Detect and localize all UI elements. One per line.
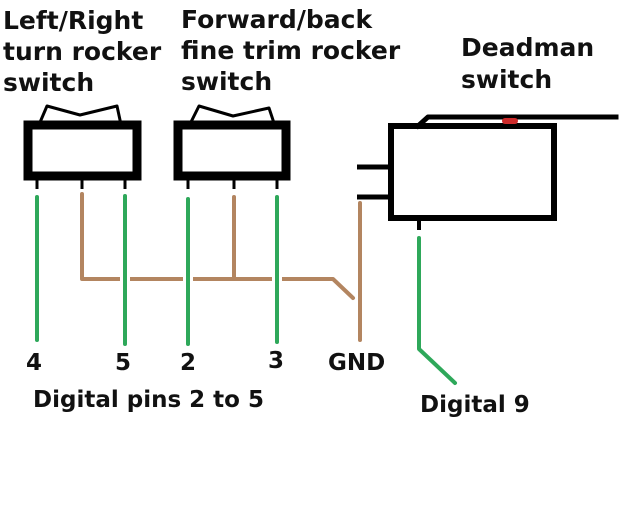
deadman-lever xyxy=(414,114,619,130)
pin-label-3: 3 xyxy=(268,348,284,374)
caption-digital-9: Digital 9 xyxy=(420,392,530,418)
fb-rocker-title-line-1: Forward/back xyxy=(181,5,373,34)
lr-rocker-actuator xyxy=(39,104,122,122)
deadman-title-line-1: Deadman xyxy=(461,33,594,62)
lr-rocker-title: Left/Right turn rocker switch xyxy=(3,6,162,97)
pin-labels: 4 5 2 3 GND xyxy=(26,348,385,376)
deadman-switch xyxy=(357,114,619,230)
digital9-wire xyxy=(417,236,457,385)
fb-rocker-title-line-2: fine trim rocker xyxy=(181,36,401,65)
fb-rocker-title-line-3: switch xyxy=(181,67,272,96)
deadman-body xyxy=(388,123,557,221)
deadman-actuator-button xyxy=(502,118,518,124)
lr-rocker-switch xyxy=(23,104,142,189)
ground-bus-wire xyxy=(80,192,355,300)
fb-rocker-switch xyxy=(173,104,291,189)
signal-wiring xyxy=(35,194,457,385)
deadman-title-line-2: switch xyxy=(461,65,552,94)
pin-label-5: 5 xyxy=(115,350,131,376)
fb-rocker-title: Forward/back fine trim rocker switch xyxy=(181,5,401,96)
lr-rocker-title-line-1: Left/Right xyxy=(3,6,143,35)
caption-digital-pins: Digital pins 2 to 5 xyxy=(33,387,264,413)
pin-label-gnd: GND xyxy=(328,350,385,376)
deadman-title: Deadman switch xyxy=(461,33,594,94)
fb-rocker-body xyxy=(173,120,291,181)
lr-rocker-title-line-3: switch xyxy=(3,68,94,97)
pin-label-4: 4 xyxy=(26,350,42,376)
ground-wiring xyxy=(80,192,362,342)
lr-rocker-body xyxy=(23,120,142,181)
pin-label-2: 2 xyxy=(180,350,196,376)
lr-rocker-title-line-2: turn rocker xyxy=(3,37,162,66)
fb-rocker-actuator xyxy=(189,104,275,123)
